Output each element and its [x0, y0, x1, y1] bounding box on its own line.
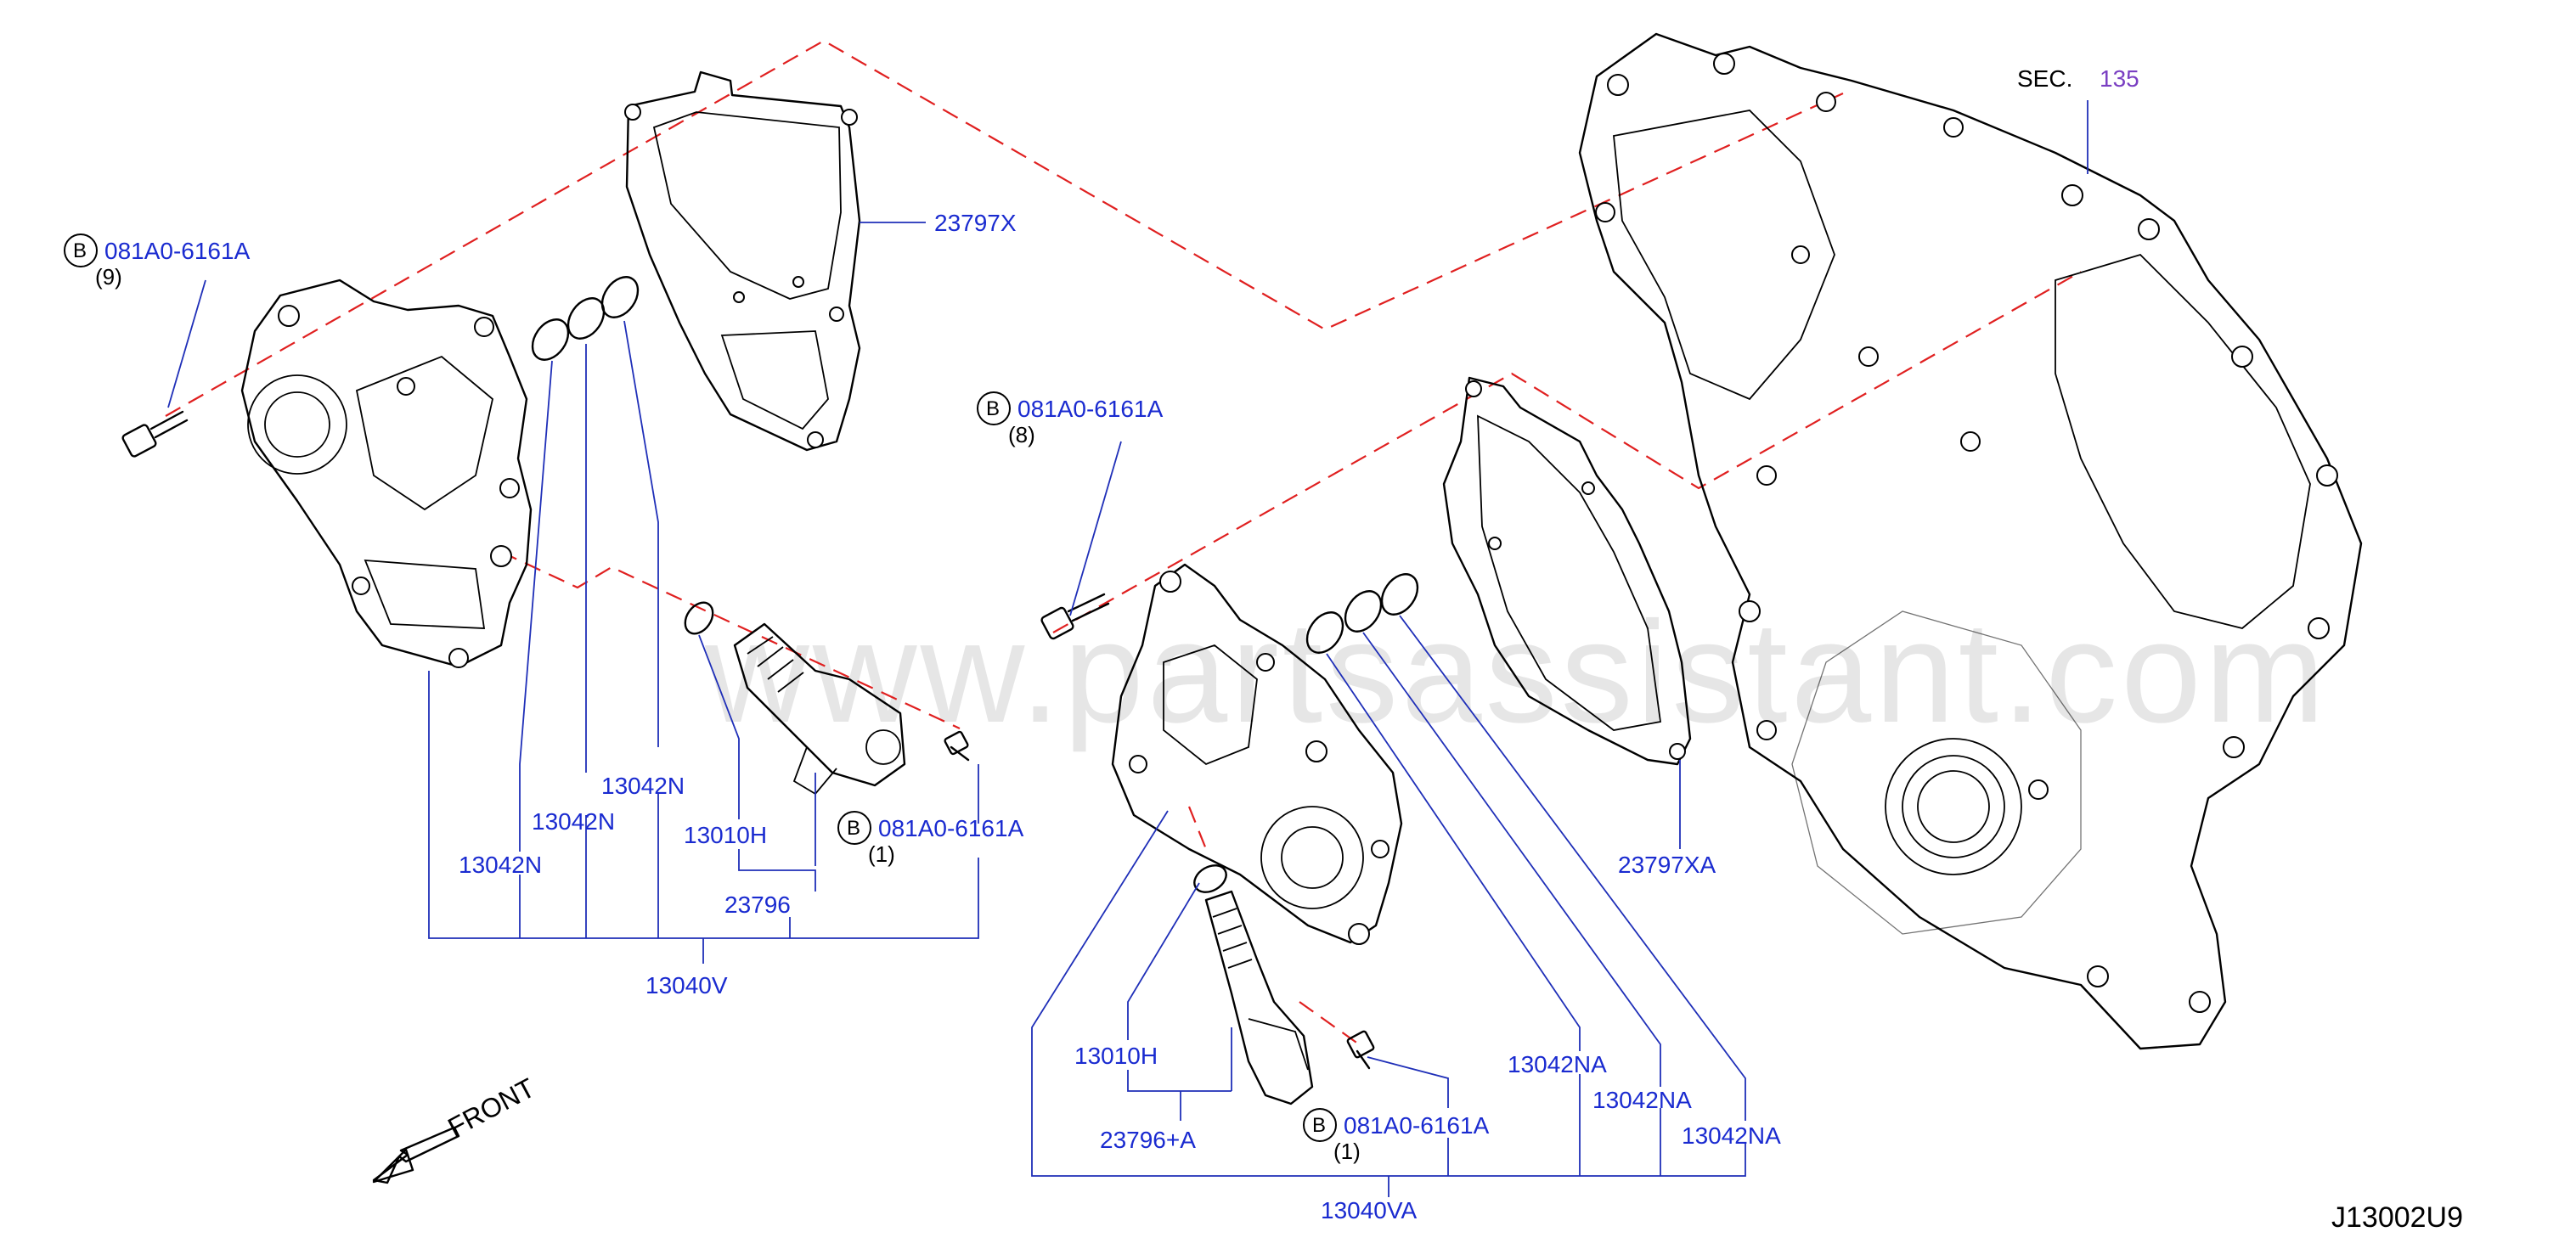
solenoid-left-23796[interactable] — [733, 622, 906, 796]
oring-sol-left[interactable] — [679, 598, 719, 639]
label-gasket-upper: 23797X — [934, 210, 1017, 236]
watermark: www.partsassistant.com — [704, 592, 2328, 753]
label-bolt-mid-upper: 081A0-6161A — [1017, 396, 1164, 422]
label-oring-left-3: 13042N — [601, 773, 685, 799]
figure-code: J13002U9 — [2331, 1201, 2463, 1234]
label-oring-right-3: 13042NA — [1682, 1122, 1781, 1149]
svg-text:B: B — [73, 239, 87, 262]
orings-left[interactable] — [525, 270, 645, 366]
bolt-left[interactable] — [121, 410, 189, 458]
bolt-sol-left[interactable] — [944, 730, 970, 762]
svg-text:B: B — [986, 397, 1000, 420]
label-oring-right-2: 13042NA — [1592, 1087, 1692, 1113]
label-cover-right: 13040VA — [1321, 1197, 1417, 1223]
alignment-lines — [165, 39, 2082, 1045]
bolt-marker-mid-upper: B — [977, 391, 1011, 425]
svg-text:B: B — [847, 817, 860, 840]
cover-left-13040v[interactable] — [240, 278, 533, 668]
label-cover-left: 13040V — [645, 972, 728, 998]
label-solenoid-left: 23796 — [724, 892, 791, 918]
svg-text:B: B — [1312, 1114, 1326, 1137]
front-arrow — [372, 1126, 460, 1184]
qty-bolt-sol-right: (1) — [1333, 1139, 1361, 1164]
bolt-marker-sol-right: B — [1303, 1108, 1337, 1142]
orings-right[interactable] — [1299, 567, 1424, 659]
section-prefix[interactable]: SEC. — [2017, 65, 2072, 92]
solenoid-right-23796a[interactable] — [1204, 890, 1314, 1105]
section-link-135[interactable]: 135 — [2100, 65, 2139, 92]
label-oring-right-1: 13042NA — [1508, 1051, 1607, 1077]
oring-sol-right[interactable] — [1190, 860, 1232, 897]
label-oring-sol-right: 13010H — [1074, 1043, 1158, 1069]
qty-bolt-sol-left: (1) — [868, 841, 895, 867]
label-oring-left-2: 13042N — [532, 808, 615, 835]
gasket-23797x[interactable] — [624, 70, 861, 452]
qty-bolt-mid-upper: (8) — [1008, 422, 1035, 447]
cover-right-13040va[interactable] — [1111, 563, 1403, 945]
label-gasket-lower: 23797XA — [1618, 852, 1716, 878]
label-bolt-sol-right: 081A0-6161A — [1344, 1112, 1490, 1139]
bolt-mid-upper[interactable] — [1040, 593, 1110, 640]
bolt-sol-right[interactable] — [1346, 1030, 1375, 1070]
bolt-marker-sol-left: B — [837, 811, 871, 845]
label-oring-sol-left: 13010H — [684, 822, 767, 848]
label-bolt-sol-left: 081A0-6161A — [878, 815, 1024, 841]
qty-bolt-left: (9) — [95, 264, 122, 290]
label-oring-left-1: 13042N — [459, 852, 542, 878]
label-bolt-left: 081A0-6161A — [104, 238, 251, 264]
front-label: FRONT — [442, 1072, 539, 1144]
leader-lines — [167, 100, 2088, 1197]
gasket-23797xa[interactable] — [1442, 376, 1692, 766]
bolt-marker-left: B — [64, 233, 98, 267]
label-solenoid-right: 23796+A — [1100, 1127, 1196, 1153]
timing-case — [1578, 32, 2363, 1050]
